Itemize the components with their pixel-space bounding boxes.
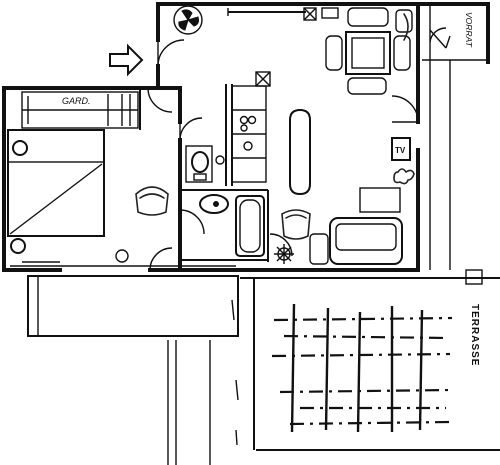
- toilet-icon: [191, 151, 209, 181]
- exterior-walls: [2, 2, 490, 272]
- terrace-label: TERRASSE: [469, 304, 480, 366]
- bedside-lamp: [115, 249, 129, 263]
- kitchen-bar: [289, 108, 311, 196]
- double-bed: [7, 129, 105, 254]
- sink-icon: [199, 194, 229, 214]
- entrance-arrow-icon: [109, 43, 144, 77]
- sofa: [309, 217, 403, 265]
- fan-icon: [173, 5, 203, 35]
- dining-set: [325, 7, 413, 95]
- bedroom-chair: [135, 186, 169, 216]
- stove-icon: [239, 115, 257, 132]
- plant-icon: [393, 168, 415, 185]
- side-table: [359, 187, 401, 213]
- lamp-icon: [274, 244, 294, 264]
- tv-label: TV: [395, 146, 406, 155]
- storage-room: VORRAT: [429, 12, 474, 49]
- wardrobe: GARD.: [21, 91, 139, 129]
- bathroom: [199, 194, 265, 257]
- wardrobe-label: GARD.: [62, 96, 91, 106]
- wall-shelf: [227, 7, 339, 21]
- wc-room: [185, 145, 225, 183]
- bedroom-balcony: [10, 261, 239, 337]
- tv-unit: TV: [391, 137, 411, 161]
- kitchen-counter: [231, 71, 271, 183]
- bathtub: [235, 195, 265, 257]
- storage-label: VORRAT: [464, 12, 474, 48]
- doors: [147, 39, 419, 271]
- terrace: TERRASSE: [167, 269, 500, 465]
- terrace-paving: [271, 303, 453, 433]
- armchair: [281, 209, 311, 240]
